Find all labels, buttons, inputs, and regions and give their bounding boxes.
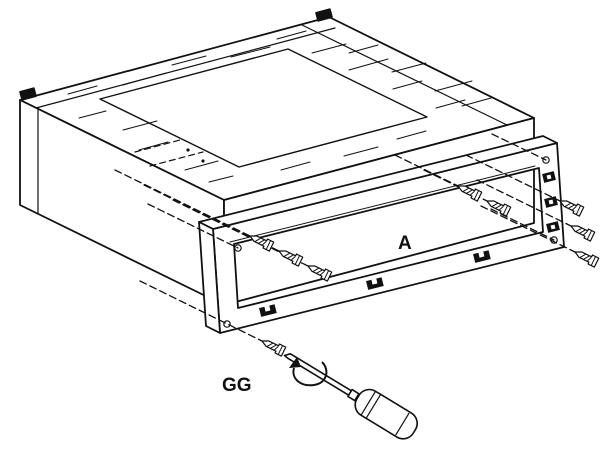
label-front-frame: A bbox=[398, 233, 412, 254]
label-screws: GG bbox=[222, 375, 252, 396]
mounting-clip bbox=[366, 277, 384, 290]
back-rail-edge bbox=[35, 27, 336, 109]
rotation-arrow-head bbox=[289, 357, 301, 368]
screwdriver-ferrule bbox=[347, 388, 360, 402]
screwdriver-icon bbox=[283, 353, 418, 440]
pilot-dot bbox=[186, 148, 190, 152]
rotation-arrow-icon bbox=[289, 357, 328, 387]
frame-inner-detail bbox=[229, 165, 536, 243]
mounting-clip bbox=[473, 250, 491, 263]
corner-hole bbox=[223, 320, 231, 328]
rotation-arrow-arc bbox=[292, 361, 328, 387]
corner-mark bbox=[19, 87, 37, 101]
frame-left-edge bbox=[198, 221, 221, 334]
mounting-clip bbox=[546, 221, 560, 233]
screwdriver-handle bbox=[354, 388, 418, 440]
wood-grain-texture bbox=[67, 30, 492, 183]
pilot-dot bbox=[201, 159, 205, 163]
mounting-clip bbox=[542, 171, 556, 183]
screw-icon bbox=[572, 246, 600, 268]
right-rail-edge bbox=[301, 24, 508, 126]
corner-mark bbox=[315, 8, 333, 22]
screw-guide-dashes bbox=[114, 133, 576, 342]
hidden-edge-dashes bbox=[134, 139, 204, 167]
screw-icon bbox=[259, 335, 287, 357]
screw-icon bbox=[568, 220, 596, 242]
mounting-clip bbox=[259, 304, 277, 317]
handle-grip-lines bbox=[360, 391, 410, 436]
mounting-clip bbox=[544, 196, 558, 208]
guide-dashes-right bbox=[394, 133, 576, 253]
front-frame bbox=[198, 135, 565, 334]
top-opening bbox=[99, 48, 428, 168]
